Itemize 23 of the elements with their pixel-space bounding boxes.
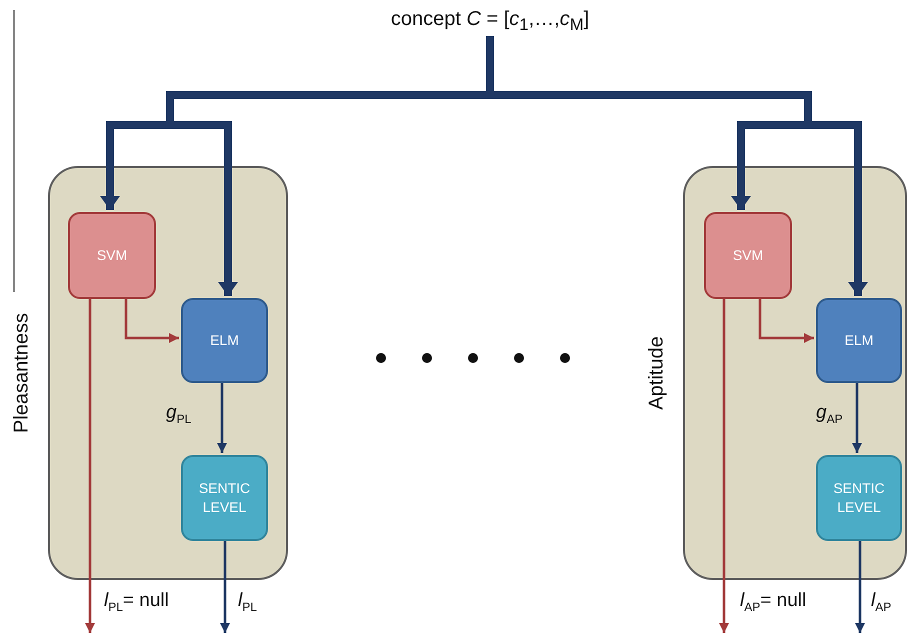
edge-label: g$_{AP}$	[816, 402, 843, 426]
elm-box: ELM	[181, 298, 268, 383]
edge-label: l$_{AP}$	[871, 590, 892, 614]
arrow	[855, 539, 865, 633]
arrow	[85, 297, 95, 633]
elm-box: ELM	[816, 298, 902, 383]
edge-label: l$_{PL}$= null	[104, 590, 169, 614]
arrow	[852, 381, 862, 453]
edge-label: g$_{PL}$	[166, 402, 192, 426]
arrow	[719, 297, 729, 633]
level-box: SENTIC LEVEL	[181, 455, 268, 541]
panel-heading: Pleasantness	[10, 312, 34, 434]
panel-heading: Aptitude	[646, 336, 668, 410]
arrow	[217, 381, 227, 453]
arrow	[220, 539, 230, 633]
arrow	[124, 297, 179, 343]
level-box: SENTIC LEVEL	[816, 455, 902, 541]
svm-box: SVM	[704, 212, 792, 299]
svm-box: SVM	[68, 212, 156, 299]
edge-label: l$_{AP}$= null	[740, 590, 806, 614]
arrow	[758, 297, 814, 343]
edge-label: l$_{PL}$	[238, 590, 257, 614]
concept-label: concept C = [c$_{1}$,…,c$_{M}$]	[380, 6, 600, 36]
